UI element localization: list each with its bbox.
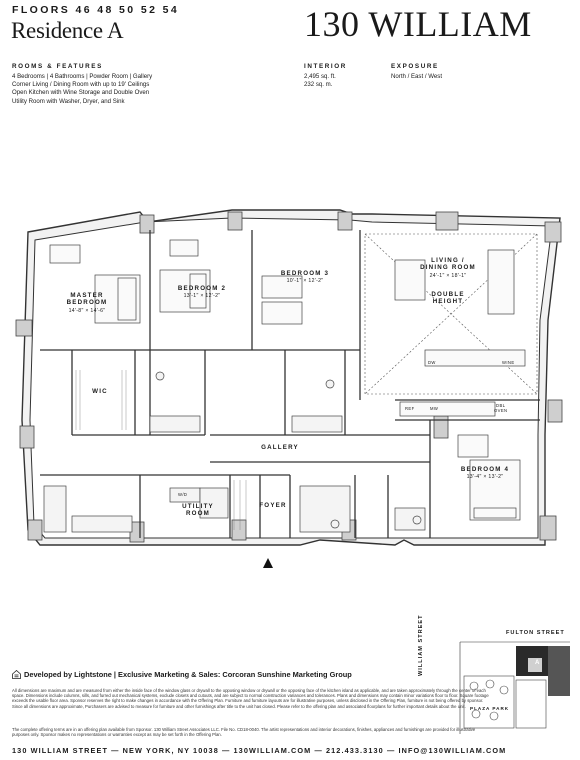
interior-heading: INTERIOR <box>304 63 347 70</box>
legal-disclaimer: All dimensions are maximum and are measu… <box>12 688 489 709</box>
floor-plan <box>15 209 563 568</box>
william-street-label: WILLIAM STREET <box>418 614 424 676</box>
unit-marker: A <box>535 660 541 666</box>
feature-line: Open Kitchen with Wine Storage and Doubl… <box>12 89 150 97</box>
master-name-line1: MASTER <box>70 292 104 299</box>
double-oven-line2: OVEN <box>494 408 508 413</box>
bedroom-4-label: BEDROOM 4 13'-4" × 13'-2" <box>450 466 520 482</box>
bedroom-3-dimensions: 10'-1" × 12'-2" <box>286 278 324 285</box>
utility-name-line1: UTILITY <box>182 503 214 510</box>
master-name-line2: BEDROOM <box>66 299 108 307</box>
refrigerator-label: REF <box>405 406 415 411</box>
foyer-label: FOYER <box>259 502 287 509</box>
bedroom-2-label: BEDROOM 2 13'-1" × 12'-2" <box>162 285 242 301</box>
plaza-park-label: PLAZA PARK <box>470 706 510 711</box>
bedroom-2-name: BEDROOM 2 <box>177 285 227 292</box>
rooms-features-heading: ROOMS & FEATURES <box>12 63 103 70</box>
double-height-line2: HEIGHT <box>432 298 464 306</box>
rooms-features-list: 4 Bedrooms | 4 Bathrooms | Powder Room |… <box>12 73 312 106</box>
equal-housing-icon <box>12 670 21 679</box>
wic-label: WIC <box>92 388 108 395</box>
living-dimensions: 24'-1" × 18'-1" <box>429 272 467 279</box>
feature-line: 4 Bedrooms | 4 Bathrooms | Powder Room |… <box>12 73 153 80</box>
footer-contact: 130 WILLIAM STREET — NEW YORK, NY 10038 … <box>12 746 507 755</box>
developer-line: Developed by Lightstone | Exclusive Mark… <box>24 670 352 679</box>
master-bedroom-label: MASTER BEDROOM 14'-8" × 14'-6" <box>52 292 122 315</box>
double-oven-line1: DBL <box>496 403 506 408</box>
living-dining-label: LIVING / DINING ROOM 24'-1" × 18'-1" <box>408 257 488 280</box>
gallery-label: GALLERY <box>261 444 299 451</box>
exposure-heading: EXPOSURE <box>391 63 439 70</box>
living-name-line1: LIVING / <box>431 257 465 264</box>
bedroom-3-name: BEDROOM 3 <box>280 270 330 277</box>
feature-line: Utility Room with Washer, Dryer, and Sin… <box>12 97 125 105</box>
offering-disclaimer: The complete offering terms are in an of… <box>12 727 476 738</box>
exposure-value: North / East / West <box>391 73 443 80</box>
brand-logo-text: 130 WILLIAM <box>304 4 532 44</box>
double-height-label: DOUBLE HEIGHT <box>418 291 478 306</box>
wine-label: WINE <box>502 360 515 365</box>
bedroom-3-label: BEDROOM 3 10'-1" × 12'-2" <box>265 270 345 286</box>
double-height-line1: DOUBLE <box>431 291 465 298</box>
fulton-street-label: FULTON STREET <box>506 630 565 636</box>
dishwasher-label: DW <box>428 360 436 365</box>
feature-line: Corner Living / Dining Room with up to 1… <box>12 81 150 89</box>
interior-sqm: 232 sq. m. <box>304 81 333 89</box>
interior-values: 2,495 sq. ft. 232 sq. m. <box>304 73 336 89</box>
double-oven-label: DBL OVEN <box>494 403 507 413</box>
utility-name-line2: ROOM <box>185 510 211 518</box>
washer-dryer-label: W/D <box>178 492 188 497</box>
living-name-line2: DINING ROOM <box>420 264 476 272</box>
residence-title: Residence A <box>11 18 124 43</box>
master-dimensions: 14'-8" × 14'-6" <box>68 307 106 314</box>
floors-heading: FLOORS 46 48 50 52 54 <box>12 4 180 16</box>
utility-room-label: UTILITY ROOM <box>168 503 228 518</box>
interior-sqft: 2,495 sq. ft. <box>304 73 336 80</box>
bedroom-4-dimensions: 13'-4" × 13'-2" <box>466 474 504 481</box>
microwave-label: MW <box>430 406 439 411</box>
bedroom-4-name: BEDROOM 4 <box>460 466 510 473</box>
key-plan <box>459 641 570 734</box>
bedroom-2-dimensions: 13'-1" × 12'-2" <box>183 293 221 300</box>
